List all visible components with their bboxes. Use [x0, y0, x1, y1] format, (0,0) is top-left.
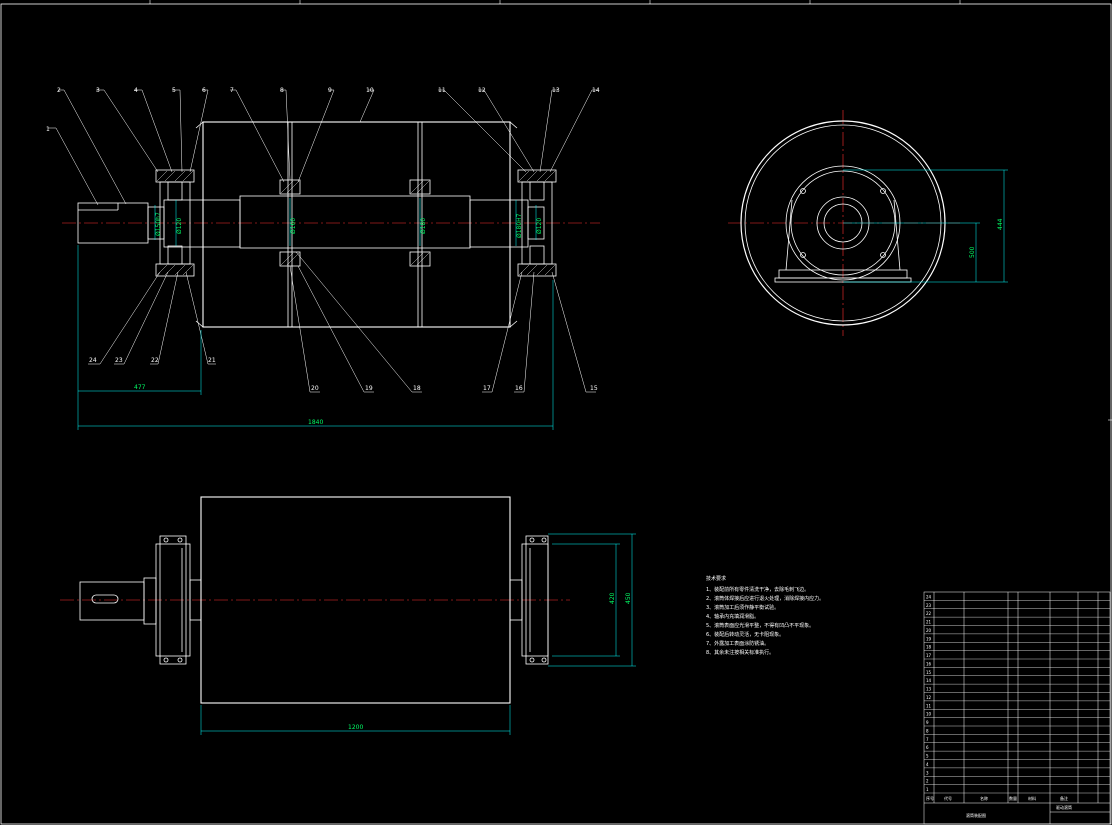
- part-label-3: 3: [96, 87, 100, 94]
- header-col-5: 材料: [1028, 795, 1036, 801]
- dim-bottom-1200: 1200: [348, 724, 363, 731]
- parts-list-row-number: 4: [926, 762, 929, 767]
- parts-list-row-number: 24: [926, 594, 932, 599]
- tech-note-1: 1、装配前所有零件清洗干净，去除毛刺飞边。: [706, 586, 809, 593]
- part-number-labels: 1 2 3 4 5 6 7 8 9 10 11 12 13 14 15 16 1…: [46, 87, 600, 392]
- tech-note-6: 6、装配后转动灵活，无卡阻现象。: [706, 631, 784, 638]
- parts-list-row-number: 10: [926, 712, 932, 717]
- tech-note-5: 5、滚筒表面应光滑平整，不得有凹凸不平现象。: [706, 622, 814, 629]
- part-label-15: 15: [590, 385, 598, 392]
- part-label-23: 23: [115, 357, 123, 364]
- dim-d6: Ø120: [536, 218, 543, 234]
- part-label-4: 4: [134, 87, 138, 94]
- tech-note-8: 8、其余未注按相关标准执行。: [706, 649, 774, 656]
- drawing-frame: [0, 3, 1112, 825]
- part-label-19: 19: [365, 385, 373, 392]
- dim-shaft-length: 477: [134, 384, 146, 391]
- dim-d5: Ø180H7: [516, 213, 523, 238]
- bottom-view-dimensions: [200, 533, 636, 735]
- parts-list-row-number: 18: [926, 645, 932, 650]
- parts-list-row-number: 12: [926, 695, 932, 700]
- part-label-8: 8: [280, 87, 284, 94]
- parts-list-row-number: 23: [926, 603, 932, 608]
- dim-bottom-450: 450: [625, 592, 632, 604]
- parts-list-row-number: 11: [926, 703, 932, 708]
- dim-d3: Ø160: [290, 218, 297, 234]
- parts-list-row-number: 19: [926, 636, 932, 641]
- top-sectional-view: [62, 121, 600, 328]
- bottom-view: [60, 496, 570, 704]
- leader-lines-lower: [88, 251, 596, 393]
- parts-list-row-number: 2: [926, 779, 929, 784]
- part-label-5: 5: [172, 87, 176, 94]
- parts-list-header: 序号 代号 名称 数量 材料 备注 滚筒装配图 驱动滚筒: [926, 795, 1072, 818]
- part-label-24: 24: [89, 357, 97, 364]
- parts-list-row-number: 9: [926, 720, 929, 725]
- parts-list-row-number: 7: [926, 737, 929, 742]
- part-label-6: 6: [202, 87, 206, 94]
- part-label-22: 22: [151, 357, 159, 364]
- header-col-1: 序号: [926, 795, 934, 801]
- technical-notes: 技术要求 1、装配前所有零件清洗干净，去除毛刺飞边。 2、滚筒体焊接后应进行退火…: [706, 575, 824, 656]
- part-label-7: 7: [230, 87, 234, 94]
- parts-list-row-number: 21: [926, 620, 932, 625]
- dim-d2: Ø120: [176, 218, 183, 234]
- parts-list-row-number: 5: [926, 754, 929, 759]
- header-col-6: 备注: [1060, 795, 1068, 801]
- leader-lines: [48, 89, 598, 206]
- tech-note-7: 7、外露加工表面涂防锈油。: [706, 640, 769, 647]
- parts-list-row-number: 16: [926, 661, 932, 666]
- section-hatching: [156, 170, 556, 276]
- parts-list-row-number: 1: [926, 787, 929, 792]
- parts-list-table: [923, 591, 1111, 825]
- parts-list-row-number: 20: [926, 628, 932, 633]
- part-label-18: 18: [413, 385, 421, 392]
- dim-d1: Ø150h7: [155, 212, 162, 236]
- part-label-2: 2: [57, 87, 61, 94]
- header-col-3: 名称: [980, 795, 988, 801]
- parts-list-row-number: 6: [926, 745, 929, 750]
- parts-list-row-number: 8: [926, 728, 929, 733]
- tech-note-3: 3、滚筒加工后须作静平衡试验。: [706, 604, 779, 611]
- part-label-16: 16: [515, 385, 523, 392]
- parts-list-row-number: 17: [926, 653, 932, 658]
- parts-list-row-number: 3: [926, 770, 929, 775]
- header-col-4: 数量: [1009, 795, 1017, 801]
- part-label-14: 14: [592, 87, 600, 94]
- dim-side-444: 444: [997, 218, 1004, 230]
- part-label-17: 17: [483, 385, 491, 392]
- tech-note-2: 2、滚筒体焊接后应进行退火处理，消除焊接内应力。: [706, 595, 824, 602]
- parts-list-row-number: 13: [926, 687, 932, 692]
- drawing-subtitle: 驱动滚筒: [1056, 804, 1072, 810]
- part-label-21: 21: [208, 357, 216, 364]
- tech-note-4: 4、轴承内充填润滑脂。: [706, 613, 759, 620]
- part-label-11: 11: [438, 87, 446, 94]
- part-label-1: 1: [46, 126, 50, 133]
- dim-side-500: 500: [969, 246, 976, 258]
- top-view-dimensions: [77, 198, 554, 430]
- part-label-20: 20: [311, 385, 319, 392]
- header-col-2: 代号: [944, 795, 952, 801]
- parts-list-row-number: 15: [926, 670, 932, 675]
- dim-d4: Ø180: [420, 218, 427, 234]
- frame-top-ticks: [149, 0, 1112, 421]
- part-label-13: 13: [552, 87, 560, 94]
- parts-list-row-number: 22: [926, 611, 932, 616]
- side-view-dimensions: [843, 169, 1008, 283]
- part-label-9: 9: [328, 87, 332, 94]
- drawing-title: 滚筒装配图: [966, 812, 986, 818]
- part-label-12: 12: [478, 87, 486, 94]
- tech-notes-title: 技术要求: [706, 575, 726, 582]
- part-label-10: 10: [366, 87, 374, 94]
- dim-bottom-420: 420: [609, 592, 616, 604]
- dim-total-length: 1840: [308, 419, 323, 426]
- parts-list-row-number: 14: [926, 678, 932, 683]
